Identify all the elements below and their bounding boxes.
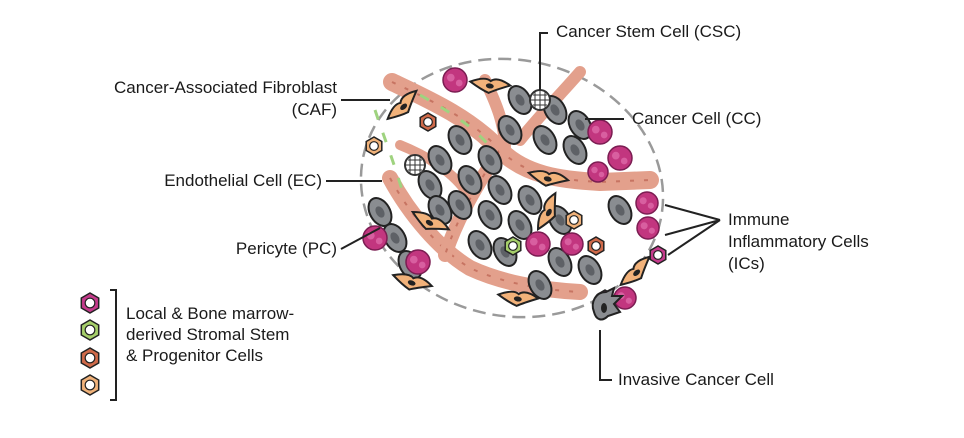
- stem-progenitor-cell-icon: [419, 112, 437, 132]
- fibroblasts: [386, 77, 652, 307]
- cancer-cell-icon: [527, 270, 553, 300]
- immune-cell-icon: [636, 216, 660, 240]
- cancer-cell-icon: [427, 195, 453, 225]
- cancer-cell-icon: [607, 195, 633, 225]
- caf-label-line1: Cancer-Associated Fibroblast: [114, 78, 337, 97]
- immune-cell-icon: [607, 145, 633, 171]
- leader-lines: [326, 32, 721, 381]
- cancer-cell-icon: [467, 230, 493, 260]
- immune-cell-icon: [613, 286, 637, 310]
- invasive-cancer-cell-icon: [591, 286, 625, 321]
- fibroblast-icon: [391, 273, 434, 291]
- cancer-cell-icon: [477, 200, 503, 230]
- cancer-cell-icon: [517, 185, 543, 215]
- stem-progenitor-cell-icon: [504, 236, 522, 256]
- legend-text: Local & Bone marrow- derived Stromal Ste…: [126, 303, 294, 366]
- legend: [110, 289, 117, 401]
- stem-progenitor-cell-icon: [80, 347, 100, 369]
- immune-cell-icon: [587, 119, 613, 145]
- cancer-stem-cell-icon: [529, 89, 551, 111]
- legend-bracket: [110, 289, 117, 401]
- csc-leader-line: [539, 32, 548, 90]
- fibroblast-icon: [410, 210, 451, 231]
- ic-label-line1: Immune: [728, 210, 790, 229]
- cancer-stem-cell-icon: [404, 154, 426, 176]
- caf-label-line2: (CAF): [291, 100, 337, 119]
- cancer-cell-icon: [417, 170, 443, 200]
- immune-cells: [362, 67, 660, 310]
- fibroblast-icon: [496, 290, 541, 307]
- cancer-cell-icon: [547, 247, 573, 277]
- pc-leader-line: [340, 227, 381, 250]
- immune-cell-icon: [405, 249, 431, 275]
- fibroblast-icon: [619, 255, 652, 287]
- cc-label: Cancer Cell (CC): [632, 109, 762, 128]
- cancer-cell-icon: [487, 175, 513, 205]
- invasive-label: Invasive Cancer Cell: [618, 370, 774, 389]
- stem-progenitor-cell-icon: [565, 210, 583, 230]
- legend-icons: [80, 292, 100, 396]
- stem-progenitor-cell-icon: [80, 319, 100, 341]
- cancer-cell-icon: [427, 145, 453, 175]
- fibroblast-icon: [386, 89, 419, 121]
- stem-progenitor-cell-icon: [365, 136, 383, 156]
- ec-label: Endothelial Cell (EC): [164, 171, 322, 190]
- immune-cell-icon: [560, 232, 584, 256]
- cancer-cell-icon: [532, 125, 558, 155]
- immune-cell-icon: [635, 191, 659, 215]
- fibroblast-icon: [536, 191, 557, 232]
- invasive-leader-line: [599, 330, 612, 381]
- immune-cell-icon: [442, 67, 468, 93]
- stem-progenitor-cell-icon: [649, 245, 667, 265]
- fibroblast-icon: [526, 170, 571, 187]
- cancer-cell-icon: [562, 135, 588, 165]
- immune-cell-icon: [587, 161, 609, 183]
- ic-label-line3: (ICs): [728, 254, 765, 273]
- immune-cell-icon: [362, 225, 388, 251]
- cancer-cell-icon: [457, 165, 483, 195]
- legend-line: Local & Bone marrow-: [126, 304, 295, 323]
- cancer-cell-icon: [477, 145, 503, 175]
- stem-progenitor-cell-icon: [80, 374, 100, 396]
- stem-progenitor-cell-icon: [80, 292, 100, 314]
- cancer-cell-icon: [497, 115, 523, 145]
- pc-label: Pericyte (PC): [235, 239, 337, 258]
- fibroblast-icon: [468, 77, 513, 94]
- ic-label-line2: Inflammatory Cells: [728, 232, 869, 251]
- cancer-cell-icon: [447, 125, 473, 155]
- cancer-cell-icon: [367, 197, 393, 227]
- csc-label: Cancer Stem Cell (CSC): [556, 22, 742, 41]
- cancer-cell-icon: [577, 255, 603, 285]
- legend-line: & Progenitor Cells: [126, 346, 264, 365]
- ic-leader-lines: [664, 204, 721, 256]
- tumor-boundary: [359, 57, 665, 319]
- stem-progenitor-cell-icon: [587, 236, 605, 256]
- legend-line: derived Stromal Stem: [126, 325, 290, 344]
- cancer-cell-icon: [507, 85, 533, 115]
- cancer-cell-icon: [447, 190, 473, 220]
- immune-cell-icon: [525, 231, 551, 257]
